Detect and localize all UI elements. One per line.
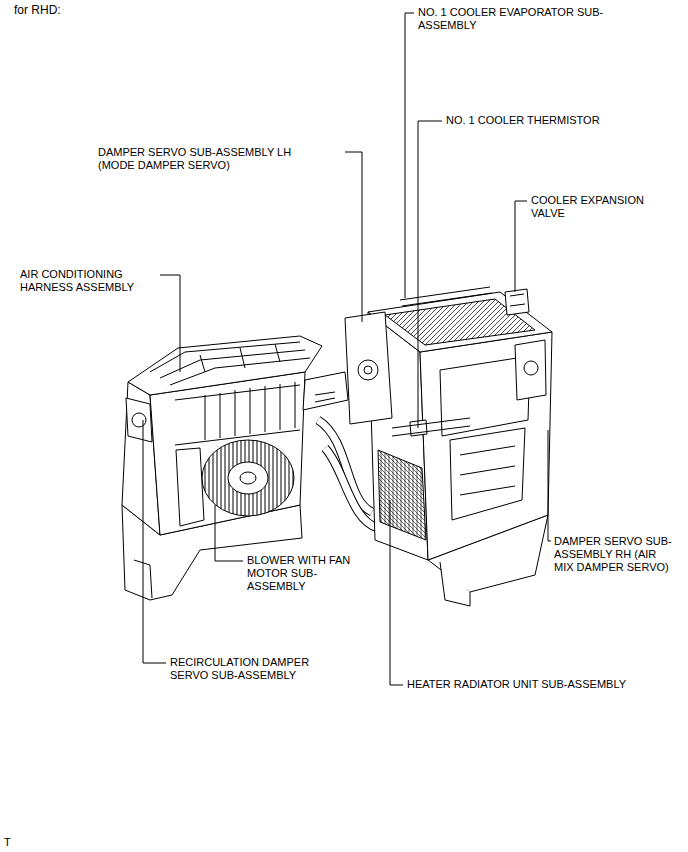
part-label: DAMPER SERVO SUB-ASSEMBLY LH (MODE DAMPE… [98, 146, 313, 172]
part-label: BLOWER WITH FAN MOTOR SUB-ASSEMBLY [247, 554, 351, 593]
leader-lines [143, 13, 551, 685]
page-title: for RHD: [14, 3, 61, 17]
part-label: DAMPER SERVO SUB-ASSEMBLY RH (AIR MIX DA… [554, 535, 676, 574]
blower-unit [122, 336, 378, 600]
part-label: NO. 1 COOLER THERMISTOR [446, 114, 600, 127]
part-label: RECIRCULATION DAMPER SERVO SUB-ASSEMBLY [170, 656, 335, 682]
part-label: NO. 1 COOLER EVAPORATOR SUB-ASSEMBLY [418, 6, 608, 32]
part-label: AIR CONDITIONING HARNESS ASSEMBLY [20, 268, 155, 294]
part-label: HEATER RADIATOR UNIT SUB-ASSEMBLY [407, 678, 626, 691]
part-label: T [4, 836, 11, 849]
air-conditioning-unit [345, 287, 552, 606]
part-label: COOLER EXPANSION VALVE [531, 194, 666, 220]
